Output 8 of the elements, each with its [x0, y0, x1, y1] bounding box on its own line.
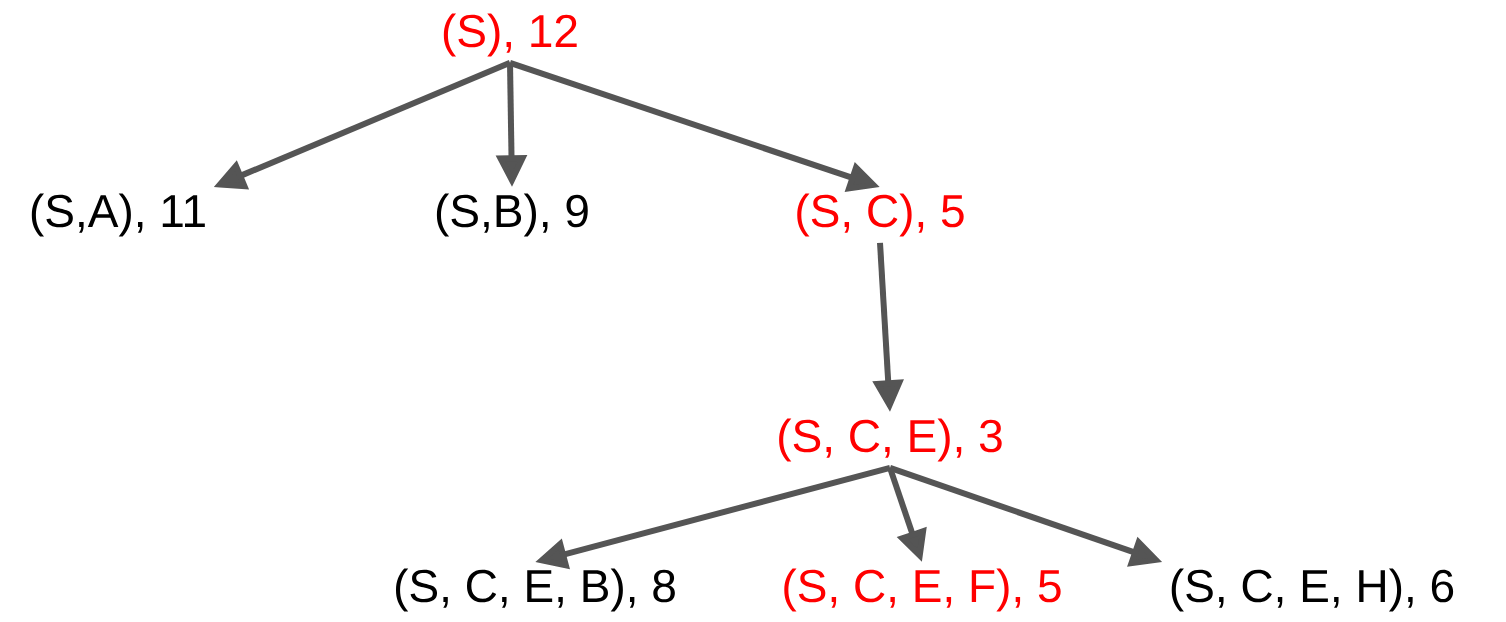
node-label: (S,B), 9: [436, 193, 588, 237]
node-label: (S, C, E), 3: [779, 418, 1002, 462]
node-label: (S, C, E, H), 6: [1171, 568, 1454, 612]
node-label: (S, C, E, F), 5: [784, 568, 1061, 612]
node-label: (S, C, E, B), 8: [396, 568, 675, 612]
node-label: (S), 12: [443, 13, 577, 57]
node-label: (S,A), 11: [31, 193, 205, 237]
node-label: (S, C), 5: [797, 193, 964, 237]
